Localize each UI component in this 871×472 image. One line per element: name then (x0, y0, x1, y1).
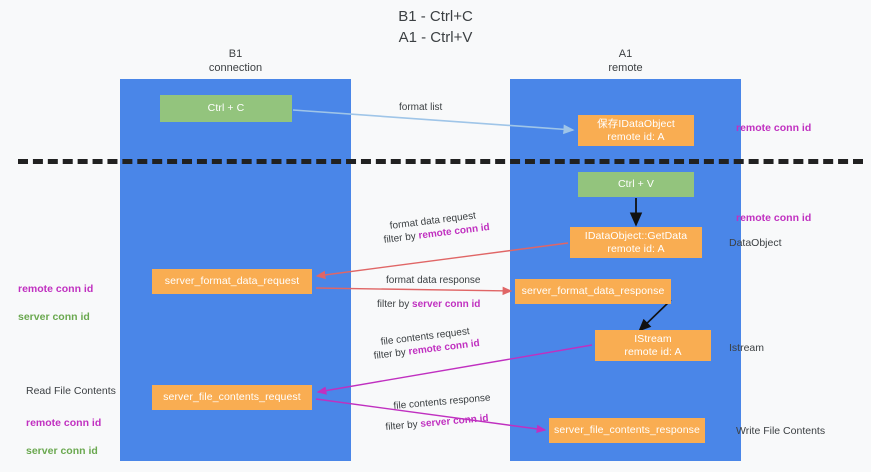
filter-prefix: filter by (385, 418, 421, 433)
filter-prefix: filter by (373, 346, 410, 362)
node-server-format-data-request[interactable]: server_format_data_request (152, 269, 312, 294)
node-istream[interactable]: IStream remote id: A (595, 330, 711, 361)
edge-label-format-data-response-filter: filter by server conn id (377, 298, 480, 311)
annotation-istream: Istream (729, 342, 765, 354)
annotation-write-file-contents: Write File Contents (736, 425, 826, 437)
edge-label-format-data-response: format data response (386, 275, 481, 286)
node-server-file-contents-response[interactable]: server_file_contents_response (549, 418, 705, 443)
annotation-left-conn-ids-bottom: remote conn id server conn id (26, 402, 101, 472)
filter-key-server-conn-id-2: server conn id (419, 412, 490, 430)
filter-prefix: filter by (383, 230, 420, 246)
annotation-left-conn-ids-top: remote conn id server conn id (18, 268, 93, 338)
node-ctrl-v[interactable]: Ctrl + V (578, 172, 694, 197)
edge-label-format-list: format list (399, 102, 443, 113)
node-idataobject-getdata[interactable]: IDataObject::GetData remote id: A (570, 227, 702, 258)
filter-key-server-conn-id: server conn id (412, 299, 481, 310)
column-header-a1: A1 remote (608, 48, 643, 74)
page-title: B1 - Ctrl+C A1 - Ctrl+V (398, 8, 473, 46)
phase-divider (18, 159, 863, 164)
node-server-format-data-response[interactable]: server_format_data_response (515, 279, 671, 304)
filter-prefix: filter by (377, 299, 413, 310)
edge-label-file-contents-response-filter: filter by server conn id (385, 412, 489, 434)
annotation-left-server-conn-id-2: server conn id (26, 445, 98, 457)
annotation-dataobject: DataObject (729, 237, 782, 249)
column-header-b1: B1 connection (208, 48, 263, 74)
node-ctrl-c[interactable]: Ctrl + C (160, 95, 292, 122)
annotation-remote-conn-id-top: remote conn id (736, 122, 812, 134)
annotation-left-remote-conn-id: remote conn id (18, 283, 94, 295)
annotation-left-server-conn-id: server conn id (18, 311, 90, 323)
annotation-read-file-contents: Read File Contents (26, 385, 116, 397)
annotation-remote-conn-id-mid: remote conn id (736, 212, 812, 224)
node-server-file-contents-request[interactable]: server_file_contents_request (152, 385, 312, 410)
node-save-idataobject[interactable]: 保存IDataObject remote id: A (578, 115, 694, 146)
annotation-left-remote-conn-id-2: remote conn id (26, 417, 102, 429)
edge-label-file-contents-response: file contents response (393, 392, 491, 412)
